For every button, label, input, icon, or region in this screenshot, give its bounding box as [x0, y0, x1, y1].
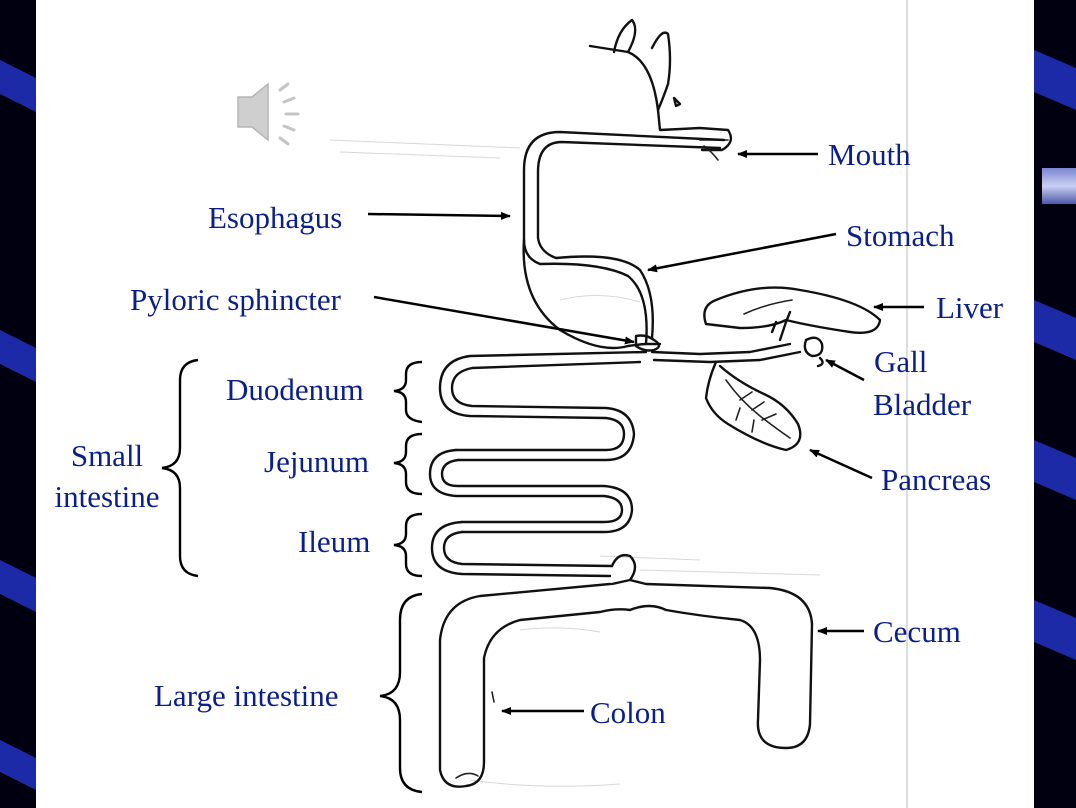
- label-arrows: [367, 150, 924, 715]
- label-duodenum: Duodenum: [226, 372, 364, 407]
- brace-jejunum: [393, 432, 423, 496]
- brace-ileum: [393, 512, 423, 578]
- left-side-panel: [0, 0, 36, 808]
- speaker-icon[interactable]: [237, 82, 300, 146]
- label-gall-line2: Bladder: [873, 387, 972, 422]
- brace-duodenum: [393, 360, 423, 424]
- right-side-panel: [1034, 0, 1076, 808]
- label-jejunum: Jejunum: [264, 444, 369, 479]
- label-ileum: Ileum: [298, 524, 370, 559]
- curly-braces: [161, 358, 423, 794]
- label-pyloric-sphincter: Pyloric sphincter: [130, 282, 342, 317]
- scan-smudges: [329, 139, 821, 787]
- label-small-line1: Small: [71, 438, 143, 473]
- slide-background: [36, 0, 1034, 808]
- label-mouth: Mouth: [828, 137, 911, 172]
- label-pancreas: Pancreas: [881, 462, 991, 497]
- label-liver: Liver: [936, 290, 1004, 325]
- label-large-intestine: Large intestine: [154, 678, 339, 713]
- label-small-line2: intestine: [54, 479, 159, 514]
- label-gall-line1: Gall: [874, 344, 927, 379]
- side-tab-button[interactable]: [1042, 168, 1076, 204]
- label-cecum: Cecum: [873, 614, 961, 649]
- label-stomach: Stomach: [846, 218, 955, 253]
- brace-small-intestine: [161, 358, 199, 578]
- label-esophagus: Esophagus: [208, 200, 342, 235]
- diagram-labels: Mouth Esophagus Stomach Pyloric sphincte…: [54, 137, 1003, 730]
- digestive-tract-drawing: [428, 18, 882, 788]
- label-colon: Colon: [590, 695, 666, 730]
- brace-large-intestine: [379, 592, 423, 794]
